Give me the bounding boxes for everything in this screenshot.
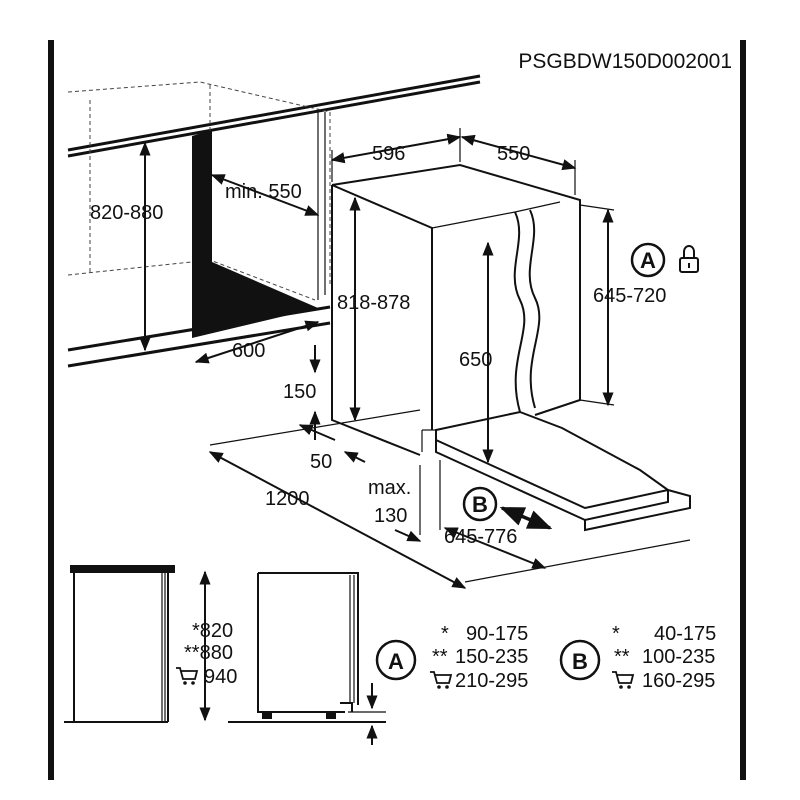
lock-icon <box>679 245 699 273</box>
total-depth-label: 1200 <box>265 488 310 510</box>
table-a-row3-value: 210-295 <box>455 670 528 692</box>
side-height-row3: 940 <box>204 666 237 688</box>
door-height-label: 645-720 <box>593 285 666 307</box>
table-a-letter: A <box>388 649 404 674</box>
table-b-row3-value: 160-295 <box>642 670 715 692</box>
left-border <box>48 40 54 780</box>
table-b-row1-mark: * <box>612 623 620 645</box>
max-value-label: 130 <box>374 505 407 527</box>
marker-a-letter: A <box>640 248 656 273</box>
max-label: max. <box>368 477 411 499</box>
side-height-row2: **880 <box>184 642 233 664</box>
table-b-letter: B <box>572 649 588 674</box>
table-a-row2-mark: ** <box>432 646 448 668</box>
min-depth-label: min. 550 <box>225 181 302 203</box>
table-b-row1-value: 40-175 <box>654 623 716 645</box>
dishwasher-body <box>331 163 691 532</box>
appliance-depth-label: 550 <box>497 143 530 165</box>
right-border <box>740 40 746 780</box>
marker-b-letter: B <box>472 492 488 517</box>
side-height-row1: *820 <box>192 620 233 642</box>
table-a-row1-mark: * <box>441 623 449 645</box>
appliance-width-label: 596 <box>372 143 405 165</box>
inner-height-label: 650 <box>459 349 492 371</box>
marker-b <box>462 486 498 522</box>
product-code: PSGBDW150D002001 <box>518 50 732 73</box>
door-travel-label: 645-776 <box>444 526 517 548</box>
cart-icon <box>430 671 453 689</box>
table-a-marker <box>375 639 417 681</box>
niche-width-label: 600 <box>232 340 265 362</box>
cart-icon <box>612 671 635 689</box>
marker-a <box>630 242 666 278</box>
side-view-cabinet <box>64 565 175 723</box>
cabinet-height-label: 820-880 <box>90 202 163 224</box>
table-a-row2-value: 150-235 <box>455 646 528 668</box>
plinth-height-label: 150 <box>283 381 316 403</box>
table-b-row2-value: 100-235 <box>642 646 715 668</box>
plinth-depth-label: 50 <box>310 451 332 473</box>
table-b-row2-mark: ** <box>614 646 630 668</box>
appliance-height-label: 818-878 <box>337 292 410 314</box>
table-a-row1-value: 90-175 <box>466 623 528 645</box>
niche-shading <box>192 130 318 338</box>
table-b-marker <box>559 639 601 681</box>
side-view-appliance <box>228 572 386 723</box>
cart-icon <box>176 667 199 685</box>
